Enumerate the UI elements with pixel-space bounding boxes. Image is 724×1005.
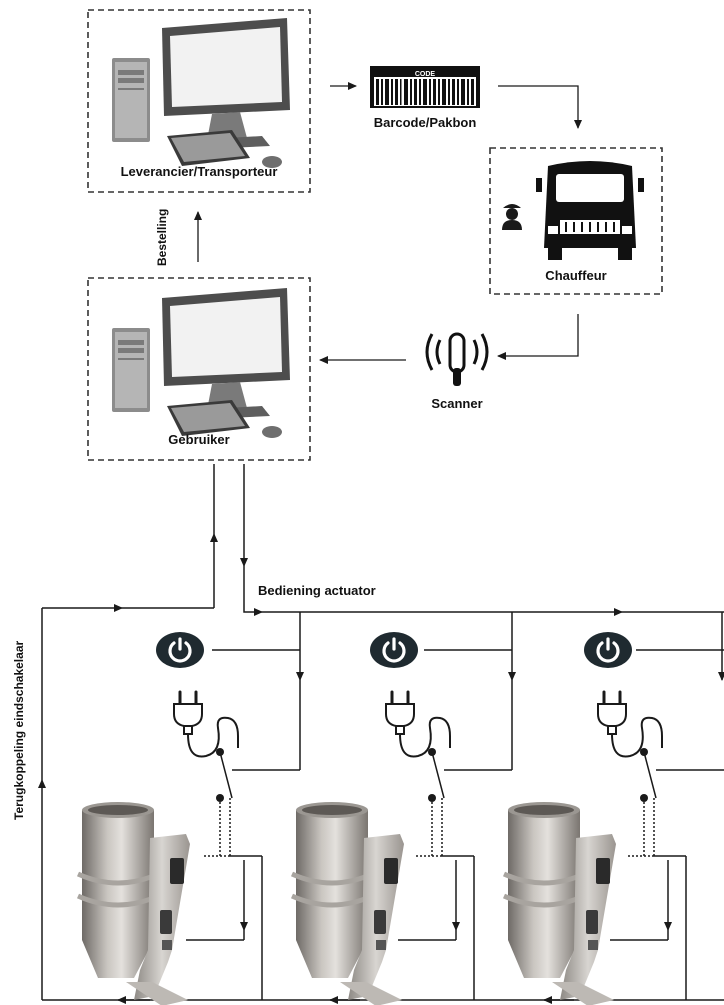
barcode-icon [370,66,480,108]
scanner-label: Scanner [431,396,483,411]
barcode-label: Barcode/Pakbon [373,115,477,130]
user-box [87,277,311,461]
power-button-icon [154,630,206,670]
supplier-label: Leverancier/Transporteur [120,164,278,179]
user-computer-icon [112,288,290,438]
user-label: Gebruiker [168,432,230,447]
valve-actuator-image [292,802,404,1005]
supplier-box [87,9,311,193]
valve-actuator-image [78,802,190,1005]
driver-label: Chauffeur [545,268,607,283]
driver-person-icon [502,204,522,230]
valve-actuator-image [504,802,616,1005]
truck-icon [536,161,644,260]
barcode-code-text: CODE [415,71,436,78]
actuator-control-label: Bediening actuator [258,583,376,598]
handheld-scanner-icon [425,332,489,386]
limit-switch-feedback-label: Terugkoppeling eindschakelaar [12,640,26,820]
power-plug-icon [384,690,452,759]
order-label: Bestelling [155,208,169,266]
power-button-icon [368,630,420,670]
driver-box [489,147,663,295]
power-plug-icon [172,690,240,759]
power-button-icon [582,630,634,670]
power-plug-icon [596,690,664,759]
supplier-computer-icon [112,18,290,168]
